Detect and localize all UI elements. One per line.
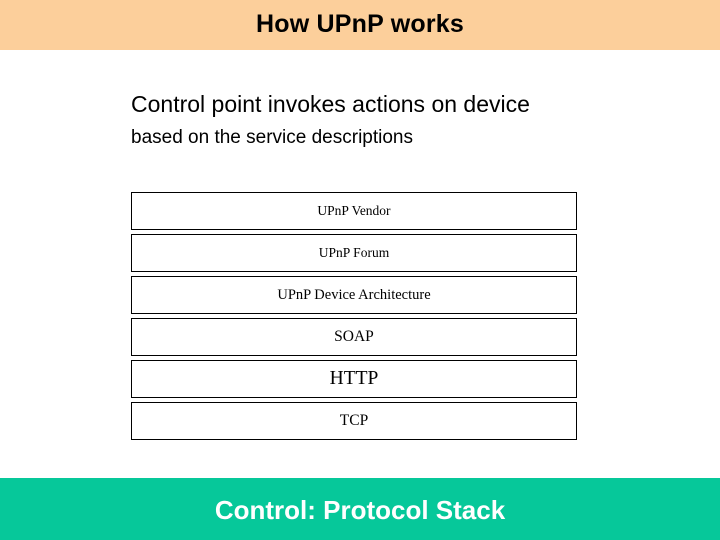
stack-layer-upnp-vendor: UPnP Vendor [131, 192, 577, 230]
stack-layer-http: HTTP [131, 360, 577, 398]
stack-layer-tcp: TCP [131, 402, 577, 440]
stack-layer-label: UPnP Vendor [317, 203, 391, 218]
stack-layer-upnp-forum: UPnP Forum [131, 234, 577, 272]
protocol-stack-diagram: UPnP Vendor UPnP Forum UPnP Device Archi… [131, 192, 577, 440]
stack-layer-label: UPnP Forum [318, 245, 390, 260]
stack-layer-soap: SOAP [131, 318, 577, 356]
body-heading-line: Control point invokes actions on device [131, 91, 530, 117]
stack-layer-label: UPnP Device Architecture [277, 286, 431, 303]
footer-band: Control: Protocol Stack [0, 478, 720, 540]
footer-caption: Control: Protocol Stack [214, 495, 506, 525]
stack-layer-upnp-device-architecture: UPnP Device Architecture [131, 276, 577, 314]
stack-layer-label: HTTP [329, 368, 379, 389]
header-band: How UPnP works [0, 0, 720, 50]
slide-title: How UPnP works [256, 10, 464, 38]
stack-layer-label: TCP [339, 412, 369, 429]
stack-layer-label: SOAP [334, 328, 374, 345]
body-subheading-line: based on the service descriptions [131, 127, 413, 148]
